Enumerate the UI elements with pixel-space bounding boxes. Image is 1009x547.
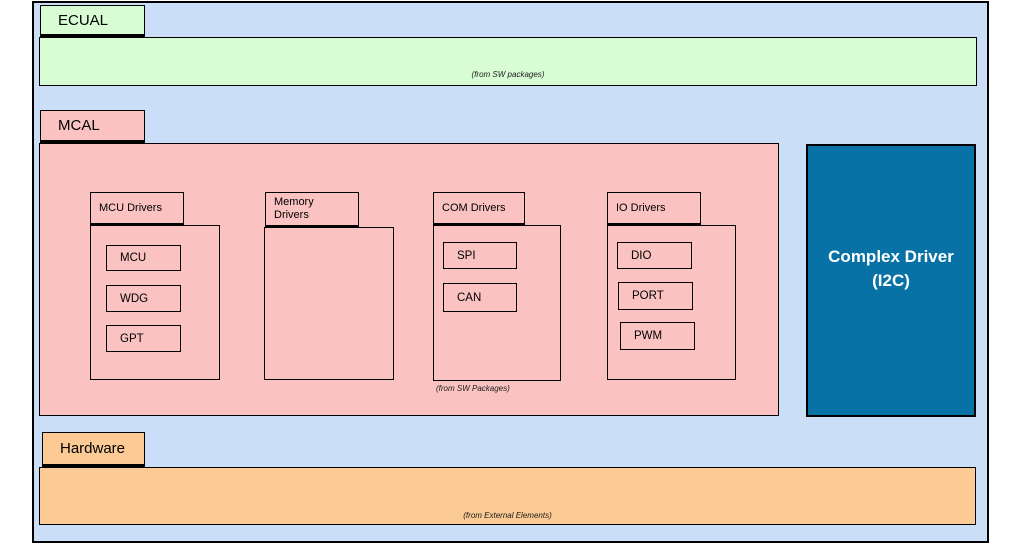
module-box-can: CAN: [443, 283, 517, 312]
module-box-gpt: GPT: [106, 325, 181, 352]
layer-tab-hardware-label: Hardware: [60, 440, 126, 457]
package-tab-mcu-drivers: MCU Drivers: [90, 192, 184, 225]
package-tab-com-drivers: COM Drivers: [433, 192, 525, 225]
layer-tab-ecual: ECUAL: [40, 5, 145, 37]
module-box-pwm: PWM: [620, 322, 695, 350]
module-box-gpt-label: GPT: [120, 332, 144, 345]
package-body-com-drivers: SPI CAN: [433, 225, 561, 381]
module-box-pwm-label: PWM: [634, 330, 663, 342]
annotation-mcal-from-sw-packages: (from SW Packages): [436, 384, 510, 393]
annotation-hardware-from-external-elements: (from External Elements): [463, 511, 552, 520]
complex-driver-label-line1: Complex Driver: [828, 246, 954, 266]
package-tab-mcu-drivers-label: MCU Drivers: [99, 201, 162, 214]
module-box-dio: DIO: [617, 242, 692, 269]
layer-tab-mcal: MCAL: [40, 110, 145, 143]
package-tab-memory-drivers-label: Memory Drivers: [274, 196, 314, 221]
module-box-spi: SPI: [443, 242, 517, 269]
module-box-port-label: PORT: [632, 290, 664, 302]
package-body-mcu-drivers: MCU WDG GPT: [90, 225, 220, 380]
layer-body-hardware: (from External Elements): [39, 467, 976, 525]
package-tab-io-drivers-label: IO Drivers: [616, 201, 666, 214]
layer-body-ecual: (from SW packages): [39, 37, 977, 86]
package-body-memory-drivers: [264, 227, 394, 380]
annotation-ecual-from-sw-packages: (from SW packages): [471, 70, 545, 79]
package-body-io-drivers: DIO PORT PWM: [607, 225, 736, 380]
module-box-can-label: CAN: [457, 291, 482, 304]
complex-driver-box: Complex Driver (I2C): [806, 144, 976, 417]
layer-body-mcal: MCU Drivers MCU WDG GPT Memory Drivers C…: [39, 143, 779, 416]
module-box-mcu-label: MCU: [120, 252, 147, 264]
layer-tab-hardware: Hardware: [42, 432, 145, 467]
module-box-wdg-label: WDG: [120, 292, 149, 305]
package-tab-io-drivers: IO Drivers: [607, 192, 701, 225]
complex-driver-label-line2: (I2C): [872, 270, 910, 290]
package-tab-memory-drivers: Memory Drivers: [265, 192, 359, 227]
module-box-port: PORT: [618, 282, 693, 310]
layer-tab-ecual-label: ECUAL: [58, 11, 109, 29]
module-box-dio-label: DIO: [631, 249, 652, 262]
layer-tab-mcal-label: MCAL: [58, 117, 100, 134]
module-box-spi-label: SPI: [457, 249, 476, 262]
package-tab-com-drivers-label: COM Drivers: [442, 201, 506, 214]
module-box-mcu: MCU: [106, 245, 181, 271]
module-box-wdg: WDG: [106, 285, 181, 312]
